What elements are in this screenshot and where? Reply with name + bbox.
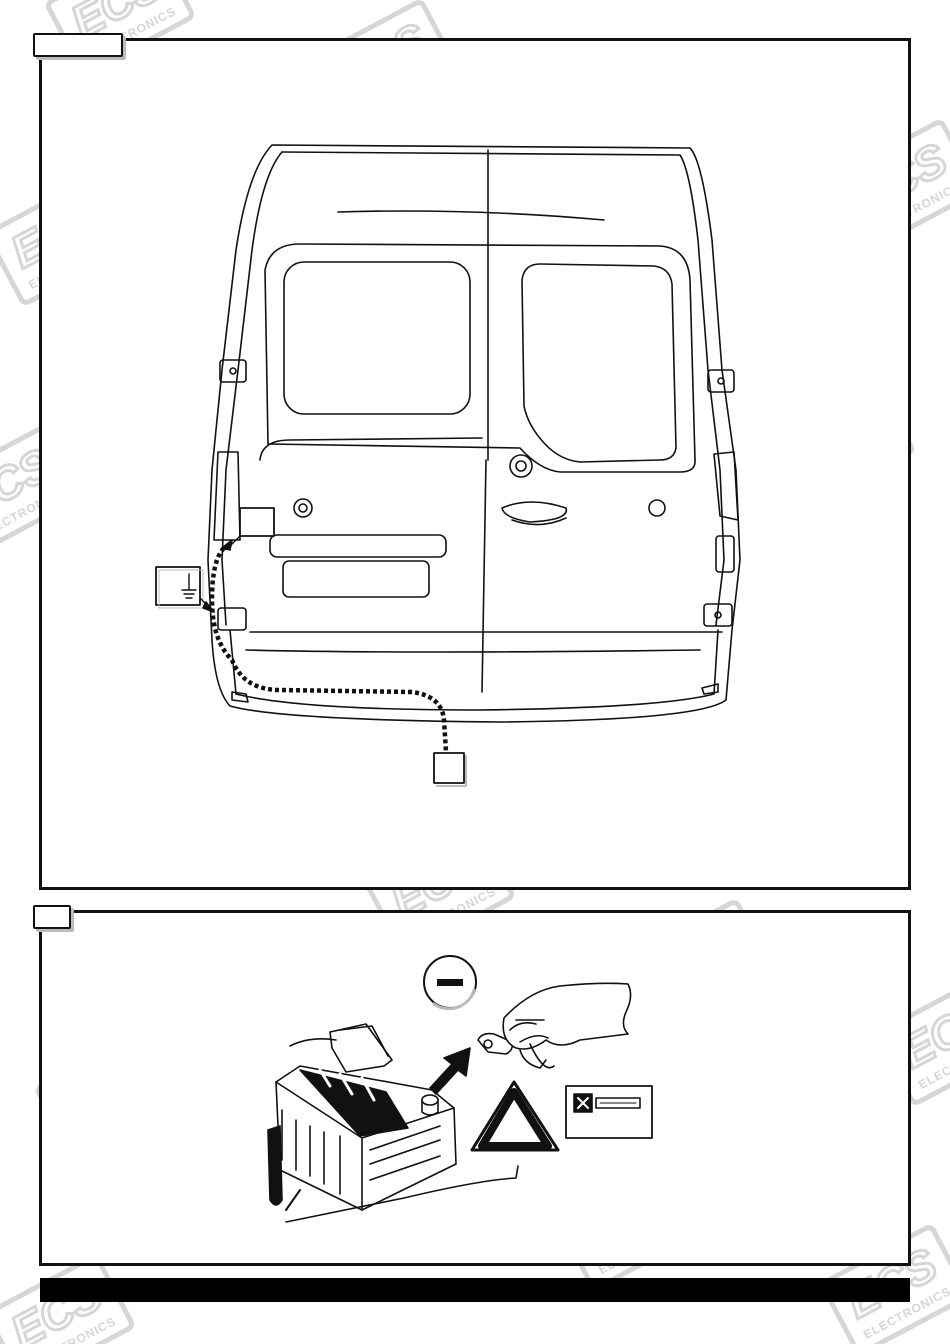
hinge-left-lower bbox=[217, 607, 247, 631]
remove-arrow-icon bbox=[429, 1047, 471, 1095]
rear-window-frame bbox=[264, 243, 696, 473]
step-tab-1 bbox=[33, 33, 123, 57]
callout-box-cable-entry bbox=[433, 752, 465, 784]
van-body-outline bbox=[207, 144, 741, 723]
hinge-left-upper bbox=[219, 359, 247, 383]
ground-point-label bbox=[155, 566, 201, 606]
ground-symbol-icon bbox=[181, 573, 197, 599]
rear-camera bbox=[509, 454, 533, 478]
cable-route bbox=[209, 546, 449, 753]
warning-triangle-icon bbox=[470, 1080, 560, 1152]
rear-bumper bbox=[229, 629, 719, 711]
rear-lock bbox=[293, 498, 313, 518]
hinge-right-lower bbox=[703, 603, 733, 627]
radio-code-label-icon bbox=[565, 1085, 653, 1139]
tail-light-right bbox=[713, 451, 739, 521]
step-panel-2 bbox=[39, 910, 911, 1266]
handle-recess bbox=[269, 534, 447, 558]
right-door-handle bbox=[501, 501, 568, 523]
license-plate-recess bbox=[282, 560, 430, 598]
callout-box-lamp bbox=[239, 507, 275, 537]
footer-bar bbox=[40, 1278, 910, 1302]
left-rear-window bbox=[283, 261, 471, 415]
right-rear-window bbox=[521, 263, 677, 463]
hinge-right-upper bbox=[707, 369, 735, 393]
hand-removing-clamp bbox=[477, 982, 632, 1069]
step-tab-2 bbox=[33, 905, 71, 929]
tail-light-left bbox=[213, 451, 241, 541]
step-panel-1 bbox=[39, 38, 911, 890]
battery bbox=[267, 1023, 457, 1211]
